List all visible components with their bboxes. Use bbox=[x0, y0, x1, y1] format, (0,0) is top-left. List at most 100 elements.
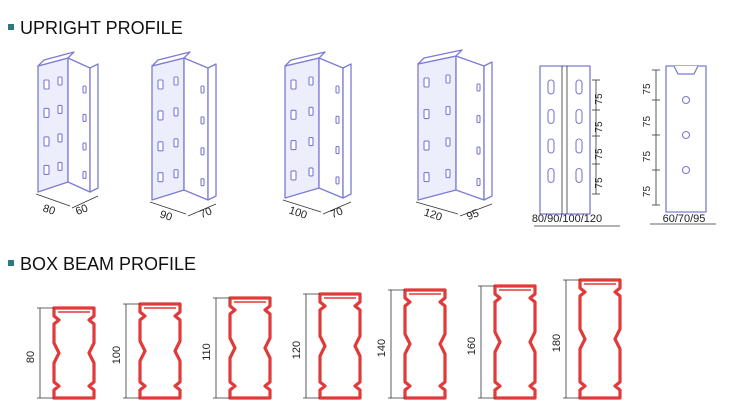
upright-slot bbox=[82, 113, 87, 123]
depth-dim-line bbox=[187, 203, 217, 217]
upright-column: 90 70 bbox=[149, 51, 217, 224]
upright-profile-heading: UPRIGHT PROFILE bbox=[8, 18, 183, 39]
upright-front-face bbox=[151, 57, 185, 201]
upright-slot bbox=[290, 170, 297, 181]
upright-slot bbox=[335, 176, 340, 185]
upright-slot bbox=[43, 107, 50, 119]
upright-slot bbox=[57, 104, 63, 115]
upright-slot bbox=[423, 140, 430, 151]
upright-top-edge bbox=[417, 49, 463, 65]
upright-lip bbox=[342, 63, 352, 199]
upright-slot bbox=[173, 138, 179, 148]
box-beam-outline bbox=[52, 306, 96, 400]
front-view-slot bbox=[547, 167, 555, 184]
upright-column: 80 60 bbox=[35, 51, 99, 218]
beam-height-label: 160 bbox=[466, 337, 478, 355]
box-beam-outline bbox=[403, 288, 447, 400]
side-pitch-label: 75 bbox=[642, 83, 653, 95]
upright-slot bbox=[445, 137, 451, 147]
box-beam: 110 bbox=[201, 296, 272, 400]
box-beam-outline bbox=[228, 296, 272, 400]
width-dim-line bbox=[35, 193, 71, 207]
upright-lip bbox=[483, 61, 493, 201]
upright-slot bbox=[57, 161, 63, 172]
box-beam-outline bbox=[578, 278, 622, 400]
upright-slot bbox=[445, 105, 451, 116]
upright-side-face bbox=[183, 57, 209, 201]
box-beam: 180 bbox=[551, 278, 622, 400]
upright-top-edge bbox=[37, 51, 75, 67]
side-pitch-label: 75 bbox=[642, 186, 653, 198]
upright-slot bbox=[308, 76, 314, 86]
beam-height-label: 80 bbox=[25, 351, 37, 363]
upright-slot bbox=[157, 141, 164, 152]
width-dim-line bbox=[282, 199, 322, 213]
upright-slot bbox=[290, 79, 297, 90]
upright-slot bbox=[445, 74, 451, 84]
upright-slot bbox=[43, 79, 50, 90]
upright-slot bbox=[82, 142, 87, 151]
box-beam-profile-heading: BOX BEAM PROFILE bbox=[8, 254, 196, 275]
upright-slot bbox=[476, 146, 481, 155]
front-view-slot bbox=[575, 138, 583, 154]
upright-slot bbox=[476, 83, 481, 92]
upright-slot bbox=[200, 147, 205, 156]
front-view-slot bbox=[547, 79, 555, 95]
upright-width-label: 80 bbox=[41, 203, 56, 218]
upright-slot bbox=[173, 76, 179, 86]
beam-height-label: 140 bbox=[376, 339, 388, 357]
side-pitch-label: 75 bbox=[642, 116, 653, 128]
upright-top-edge bbox=[284, 51, 326, 67]
upright-depth-label: 60 bbox=[74, 202, 90, 218]
upright-slot bbox=[43, 164, 50, 176]
upright-depth-label: 70 bbox=[198, 205, 214, 221]
beam-height-label: 100 bbox=[111, 346, 123, 364]
upright-width-label: 120 bbox=[422, 207, 443, 224]
front-pitch-label: 75 bbox=[594, 177, 605, 189]
upright-slot bbox=[308, 137, 314, 147]
upright-slot bbox=[200, 85, 205, 94]
front-view-slot bbox=[575, 167, 583, 184]
upright-slot bbox=[335, 85, 340, 94]
depth-dim-line bbox=[322, 201, 352, 215]
upright-front-face bbox=[284, 57, 320, 199]
upright-slot bbox=[423, 171, 430, 183]
upright-slot bbox=[290, 140, 297, 151]
upright-width-label: 100 bbox=[287, 205, 308, 222]
upright-slot bbox=[157, 172, 164, 183]
upright-slot bbox=[157, 110, 164, 121]
bullet-icon bbox=[8, 260, 14, 267]
upright-slot bbox=[43, 136, 50, 147]
side-view-notch bbox=[673, 65, 699, 75]
side-pitch-label: 75 bbox=[642, 151, 653, 163]
upright-slot bbox=[57, 133, 63, 143]
front-view-slot bbox=[547, 138, 555, 154]
upright-slot bbox=[476, 177, 481, 187]
box-beam: 80 bbox=[25, 306, 96, 400]
upright-slot bbox=[157, 79, 164, 90]
side-view-hole bbox=[681, 95, 691, 105]
upright-front-face bbox=[37, 57, 69, 193]
front-pitch-label: 75 bbox=[594, 121, 605, 133]
upright-side-face bbox=[318, 57, 344, 199]
side-width-label: 60/70/95 bbox=[663, 213, 706, 225]
side-view-hole bbox=[681, 165, 691, 175]
upright-side-view: 75 75 75 75 60/70/95 bbox=[642, 65, 716, 225]
upright-slot bbox=[290, 109, 297, 120]
upright-slot bbox=[82, 170, 87, 180]
box-beam-outline bbox=[318, 292, 362, 400]
upright-width-label: 90 bbox=[158, 209, 173, 224]
beam-title-text: BOX BEAM PROFILE bbox=[20, 254, 197, 274]
upright-slot bbox=[173, 107, 179, 117]
upright-slot bbox=[476, 114, 481, 124]
side-view-hole bbox=[681, 130, 691, 140]
upright-depth-label: 70 bbox=[329, 205, 345, 221]
box-beam-outline bbox=[493, 284, 537, 400]
beam-height-label: 110 bbox=[201, 343, 213, 361]
upright-slot bbox=[335, 115, 340, 124]
upright-slot bbox=[308, 167, 314, 177]
